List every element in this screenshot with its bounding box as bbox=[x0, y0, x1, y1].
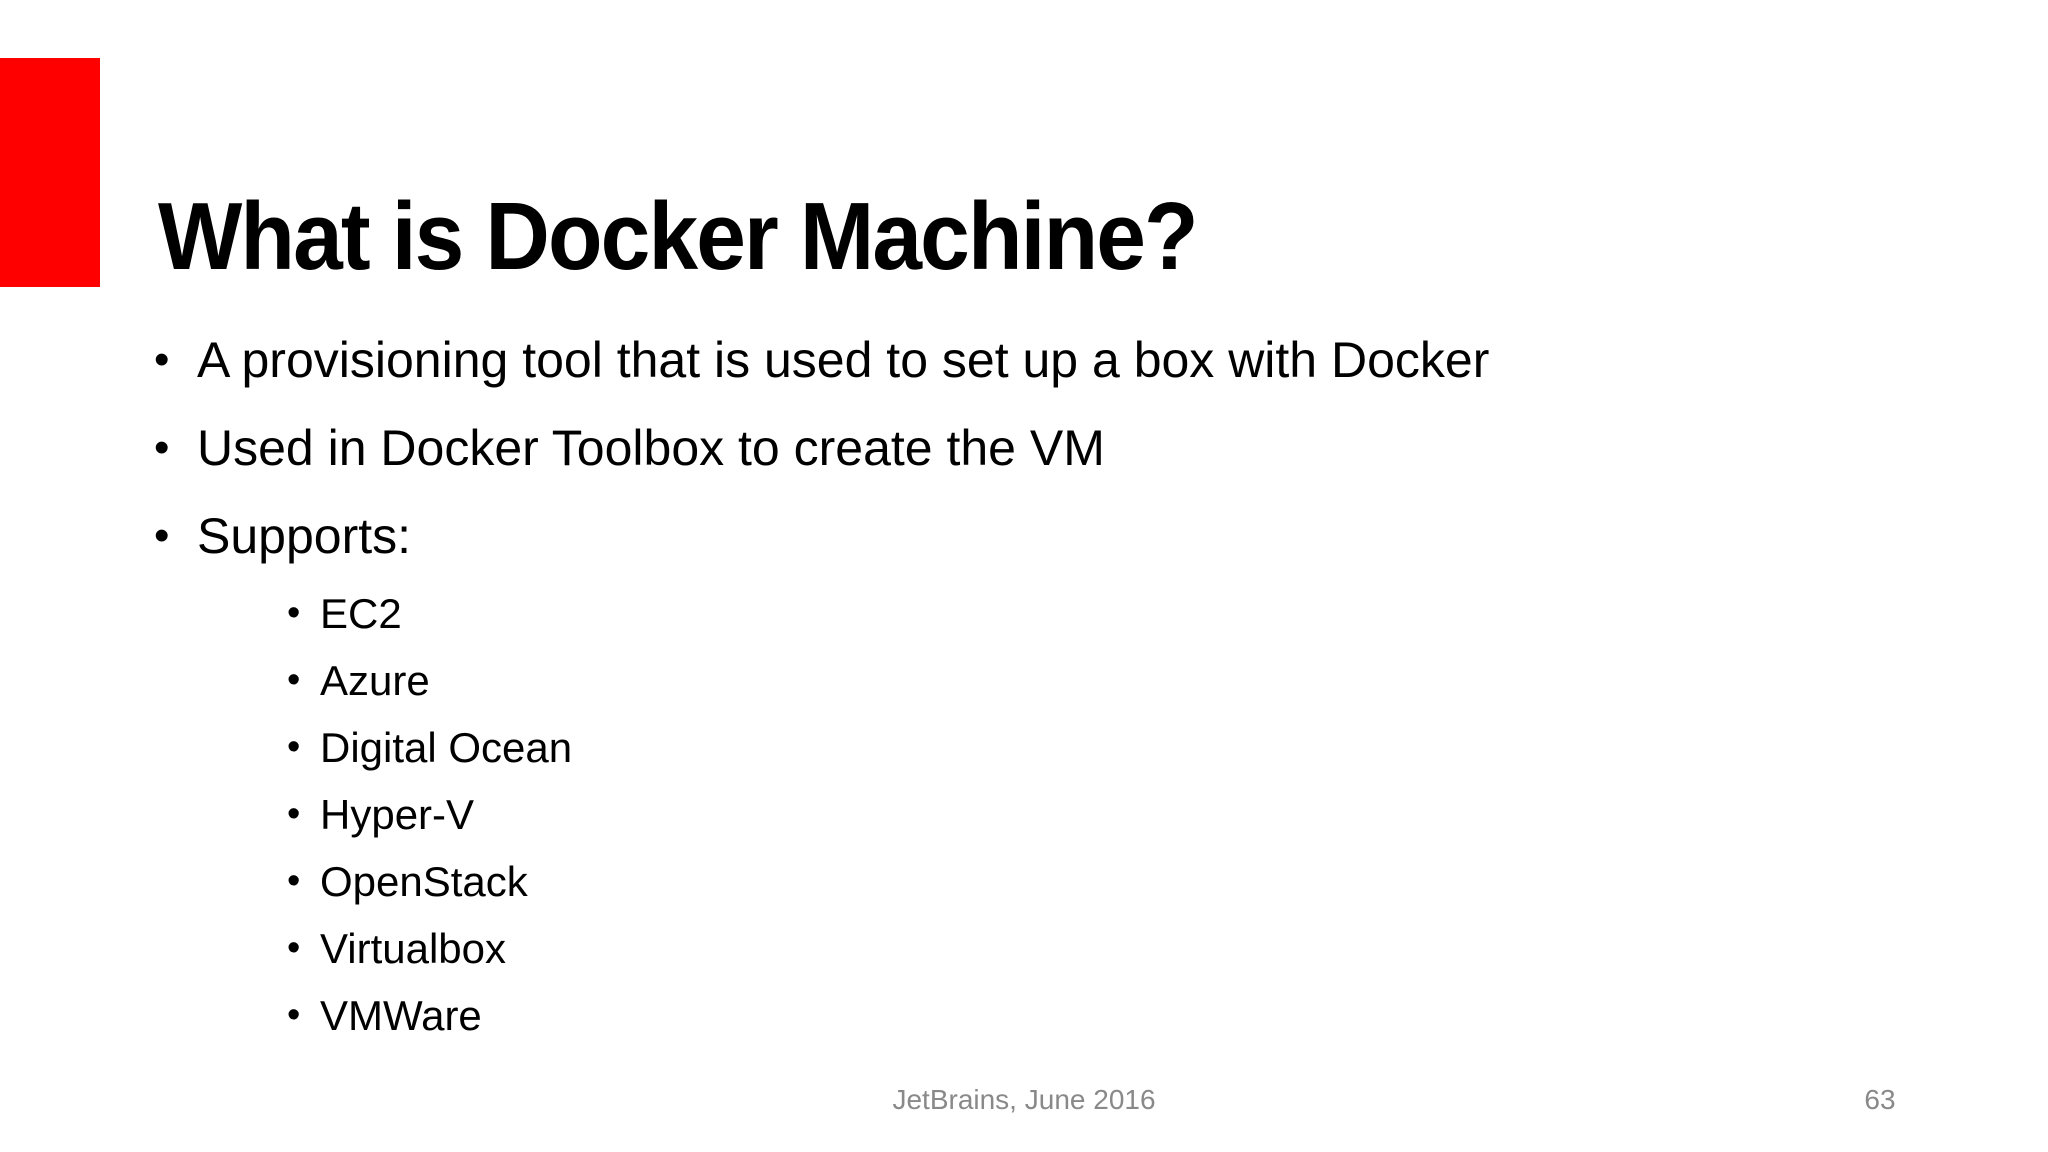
sub-bullet-item: Hyper-V bbox=[287, 781, 1900, 848]
sub-bullet-item: Azure bbox=[287, 647, 1900, 714]
bullet-item: Supports: EC2 Azure Digital Ocean Hyper-… bbox=[150, 492, 1900, 1049]
sub-bullet-item: Virtualbox bbox=[287, 915, 1900, 982]
bullet-item: A provisioning tool that is used to set … bbox=[150, 316, 1900, 404]
accent-bar bbox=[0, 58, 100, 287]
sub-bullet-item: OpenStack bbox=[287, 848, 1900, 915]
sub-bullet-item: EC2 bbox=[287, 580, 1900, 647]
sub-bullet-item: Digital Ocean bbox=[287, 714, 1900, 781]
bullet-item: Used in Docker Toolbox to create the VM bbox=[150, 404, 1900, 492]
slide-title: What is Docker Machine? bbox=[158, 183, 1199, 291]
sub-bullet-list: EC2 Azure Digital Ocean Hyper-V OpenStac… bbox=[287, 580, 1900, 1049]
slide-body: A provisioning tool that is used to set … bbox=[150, 316, 1900, 1049]
sub-bullet-item: VMWare bbox=[287, 982, 1900, 1049]
footer-text: JetBrains, June 2016 bbox=[892, 1084, 1156, 1115]
slide-number: 63 bbox=[1864, 1084, 1896, 1115]
bullet-list: A provisioning tool that is used to set … bbox=[150, 316, 1900, 1049]
bullet-item-label: Supports: bbox=[197, 508, 412, 564]
